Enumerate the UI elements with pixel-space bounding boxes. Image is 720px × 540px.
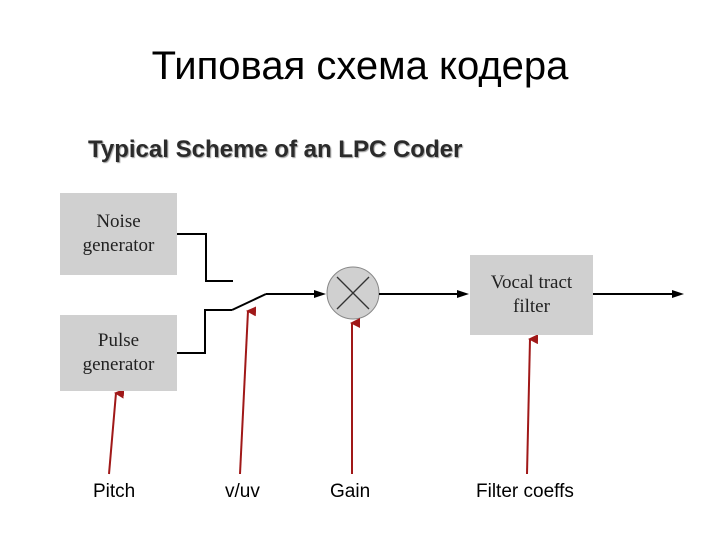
gain-label: Gain: [330, 481, 371, 502]
vocal-tract-filter-block: Vocal tract filter: [470, 255, 593, 335]
pitch-arrow: [108, 388, 125, 475]
page-title: Типовая схема кодера: [151, 44, 569, 88]
pulse-generator-block: Pulse generator: [60, 315, 177, 391]
switch-to-gain-arrowhead: [314, 290, 326, 298]
diagram-subtitle: Typical Scheme of an LPC Coder: [88, 136, 463, 163]
speech-output-arrowhead: [672, 290, 684, 298]
vuv-arrow: [239, 306, 257, 475]
vocal-tract-filter-label: Vocal tract filter: [490, 272, 573, 317]
filter-coeffs-arrow: [526, 334, 539, 475]
pulse-generator-label: Pulse generator: [82, 330, 155, 375]
pitch-label: Pitch: [93, 481, 136, 502]
multiplier-cross-b: [336, 276, 370, 310]
vuv-label: v/uv: [225, 481, 260, 502]
gain-to-filter-arrowhead: [457, 290, 469, 298]
noise-output-line: [177, 233, 233, 282]
noise-generator-label: Noise generator: [82, 211, 155, 256]
filter-coeffs-label: Filter coeffs: [476, 481, 574, 502]
noise-generator-block: Noise generator: [60, 193, 177, 275]
pulse-output-line: [177, 309, 232, 354]
voicing-switch: [231, 293, 267, 311]
